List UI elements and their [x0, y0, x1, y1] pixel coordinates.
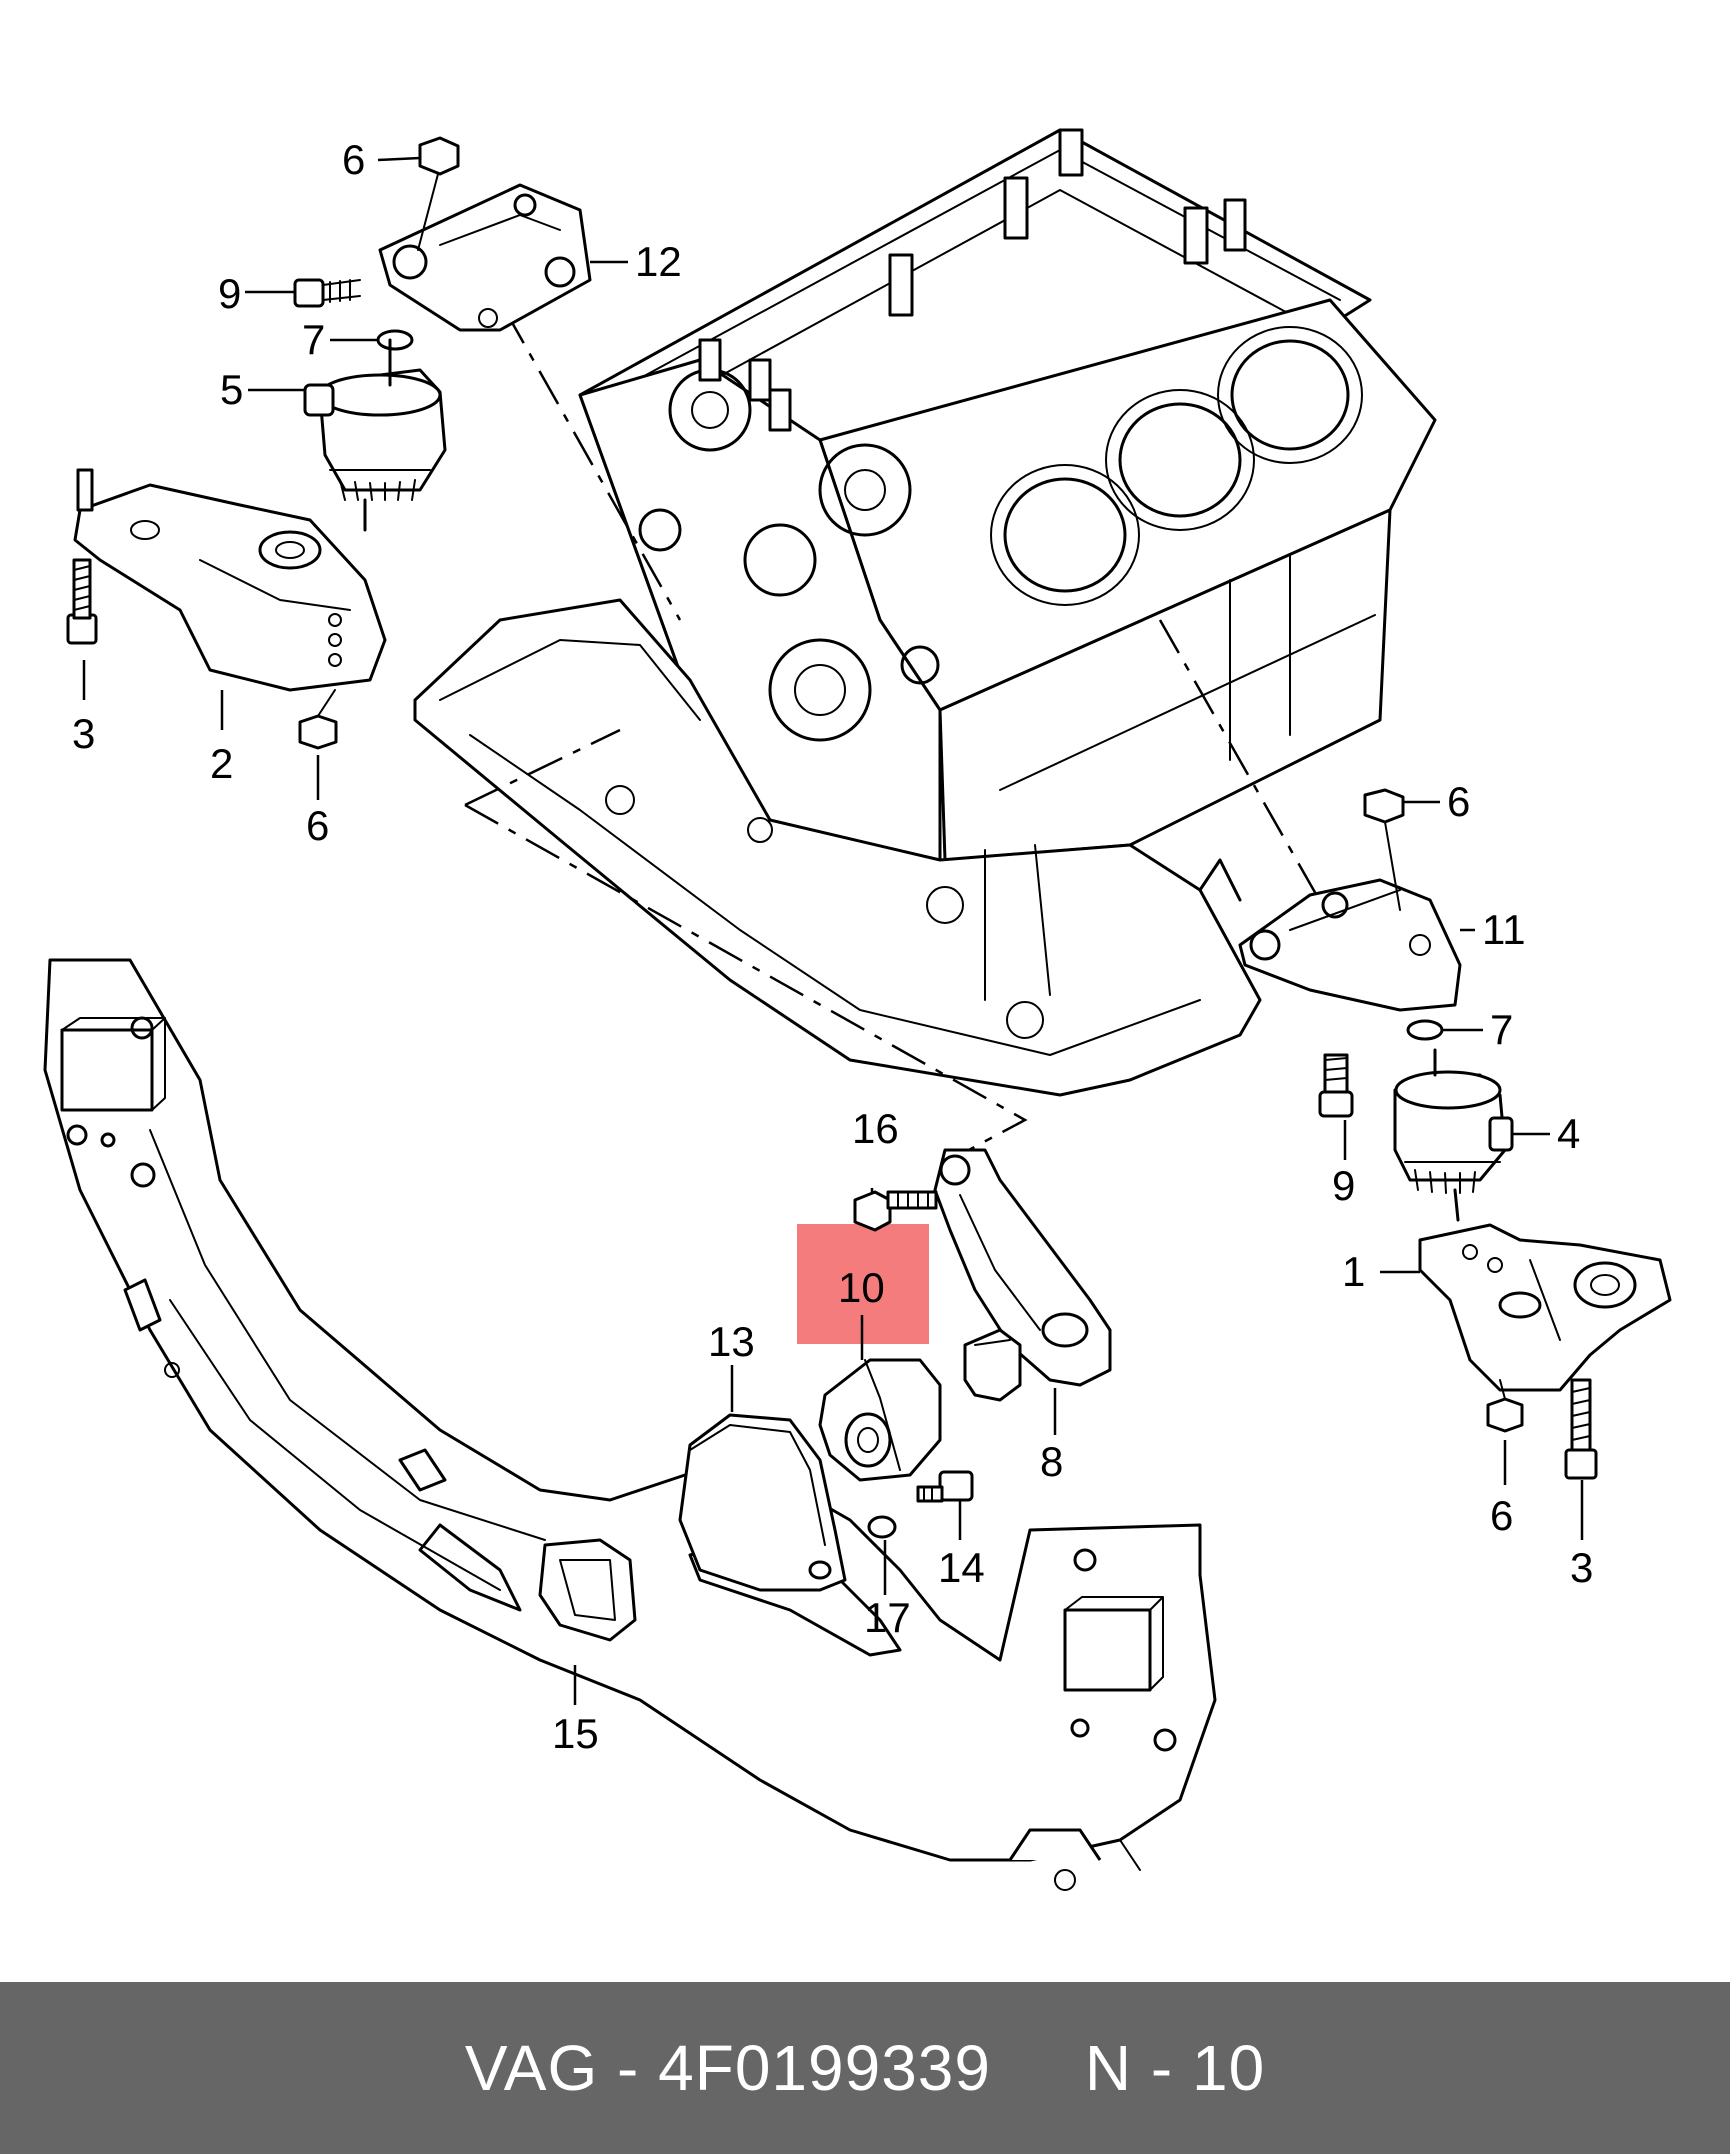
studs — [698, 128, 1247, 432]
bracket-12 — [378, 183, 592, 332]
callout-7: 7 — [302, 316, 325, 363]
callout-14: 14 — [938, 1544, 985, 1591]
callout-10: 10 — [838, 1264, 885, 1311]
leader-lines — [82, 156, 1584, 1705]
nut-6-top-left — [417, 136, 460, 251]
bracket-8 — [933, 1148, 1112, 1387]
callout-6: 6 — [306, 802, 329, 849]
callout-13: 13 — [708, 1318, 755, 1365]
install-line-12 — [503, 309, 682, 621]
callout-9: 9 — [1332, 1162, 1355, 1209]
callout-7: 7 — [1490, 1006, 1513, 1053]
subframe-15 — [43, 958, 1217, 1891]
diagram-position: N - 10 — [1084, 2032, 1266, 2104]
nut-6-bottom-left — [298, 689, 338, 750]
bolt-3-left — [66, 558, 98, 645]
support-arm-2 — [73, 468, 387, 692]
callout-12: 12 — [635, 238, 682, 285]
engine-mount-4 — [1393, 1048, 1514, 1222]
transmission-mount-13 — [678, 1413, 847, 1592]
part-info-footer: VAG - 4F0199339 N - 10 — [0, 1982, 1730, 2154]
install-line-left — [464, 728, 621, 807]
oil-pan — [413, 598, 1262, 1097]
part-number: 4F0199339 — [658, 2032, 991, 2104]
install-line-bottom — [464, 803, 1028, 1162]
callouts: 6 12 9 7 5 3 2 6 6 11 7 4 9 1 6 3 16 10 … — [72, 136, 1593, 1757]
engine-block — [578, 128, 1437, 862]
stop-buffer — [963, 1328, 1022, 1402]
bolt-3-right — [1564, 1378, 1598, 1480]
bushing-10 — [818, 1358, 942, 1482]
bracket-11 — [1238, 878, 1462, 1012]
callout-6: 6 — [1490, 1492, 1513, 1539]
callout-17: 17 — [864, 1594, 911, 1641]
engine-mount-5 — [303, 338, 447, 532]
callout-3: 3 — [1570, 1544, 1593, 1591]
nut-6-top-right — [1363, 788, 1405, 911]
washer-7-right — [1406, 1019, 1444, 1041]
parts-diagram: 6 12 9 7 5 3 2 6 6 11 7 4 9 1 6 3 16 10 … — [43, 128, 1672, 1891]
install-line-11 — [1158, 619, 1327, 911]
callout-6: 6 — [1447, 778, 1470, 825]
callout-5: 5 — [220, 366, 243, 413]
callout-1: 1 — [1342, 1248, 1365, 1295]
callout-4: 4 — [1557, 1110, 1580, 1157]
callout-16: 16 — [852, 1105, 899, 1152]
part-info-text: VAG - 4F0199339 N - 10 — [464, 2032, 1266, 2104]
callout-3: 3 — [72, 710, 95, 757]
brand-label: VAG — [464, 2032, 599, 2104]
callout-6: 6 — [342, 136, 365, 183]
bolt-9-left — [293, 278, 361, 308]
washer-17 — [867, 1515, 897, 1539]
callout-11: 11 — [1482, 906, 1526, 953]
washer-7-left — [376, 329, 414, 351]
nut-6-bottom-right — [1486, 1379, 1524, 1433]
callout-2: 2 — [210, 740, 233, 787]
bolt-9-right — [1318, 1053, 1354, 1118]
callout-9: 9 — [218, 270, 241, 317]
callout-8: 8 — [1040, 1438, 1063, 1485]
support-arm-1 — [1418, 1223, 1672, 1392]
callout-15: 15 — [552, 1710, 599, 1757]
bolt-16 — [853, 1190, 938, 1232]
bolt-14 — [916, 1470, 974, 1503]
